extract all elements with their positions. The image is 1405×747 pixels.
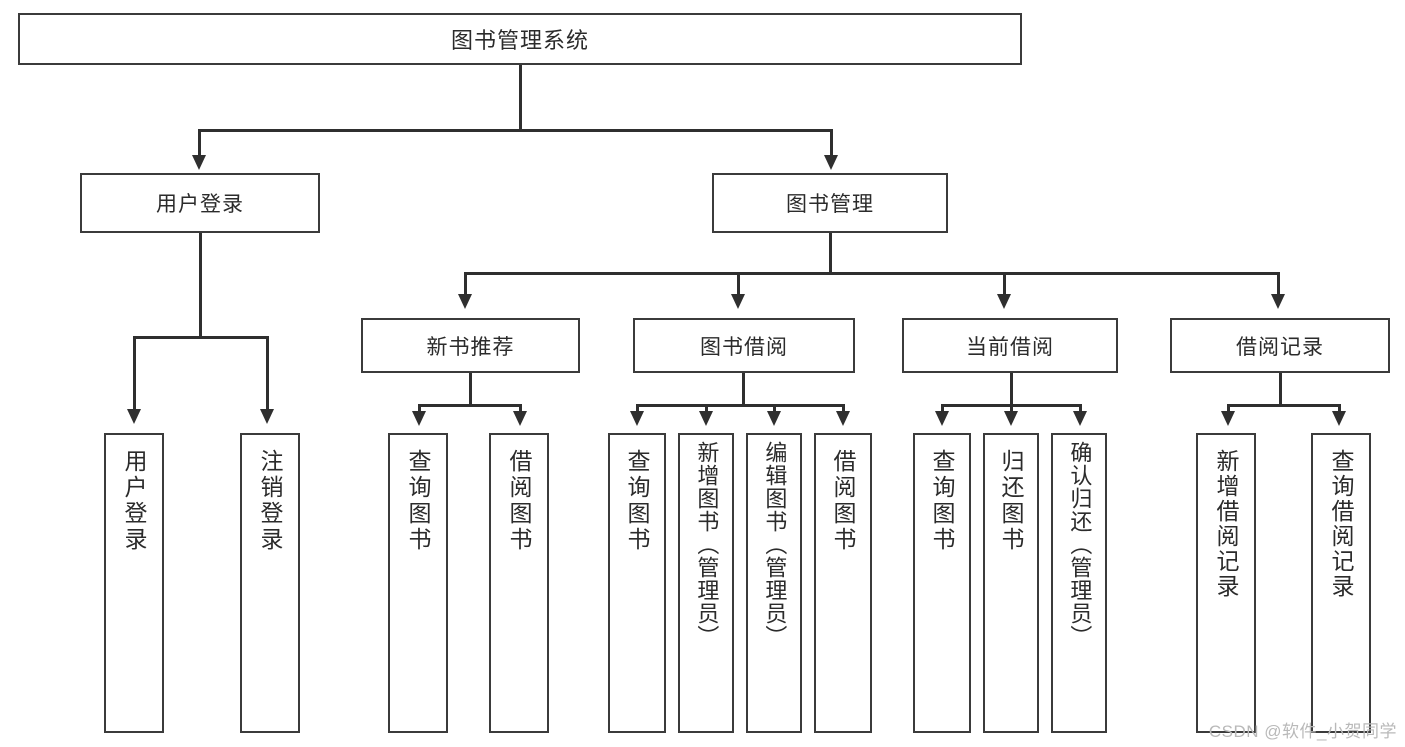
connector-bb-bus xyxy=(636,404,844,407)
arrowhead-leaf-query-book-2 xyxy=(630,411,644,426)
connector-root-drop-left xyxy=(198,129,201,157)
connector-nbr-bus xyxy=(418,404,521,407)
leaf-label: 编辑图书（管理员） xyxy=(762,441,788,648)
connector-root-bus xyxy=(198,129,832,132)
arrowhead-leaf-query-record xyxy=(1332,411,1346,426)
node-current-borrow[interactable]: 当前借阅 xyxy=(902,318,1118,373)
node-label: 图书管理系统 xyxy=(450,28,589,53)
node-book-borrow[interactable]: 图书借阅 xyxy=(633,318,855,373)
connector-nbr-drop-2 xyxy=(519,404,522,413)
leaf-label: 注销登录 xyxy=(257,449,284,553)
arrowhead-to-borrow-record xyxy=(1271,294,1285,309)
leaf-query-book-current[interactable]: 查询图书 xyxy=(913,433,971,733)
connector-bb-drop-2 xyxy=(705,404,708,413)
connector-nbr-drop-1 xyxy=(418,404,421,413)
connector-cb-drop-1 xyxy=(941,404,944,413)
leaf-add-book[interactable]: 新增图书（管理员） xyxy=(678,433,734,733)
leaf-label: 查询借阅记录 xyxy=(1328,449,1355,599)
leaf-add-borrow-record[interactable]: 新增借阅记录 xyxy=(1196,433,1256,733)
arrowhead-leaf-query-book-3 xyxy=(935,411,949,426)
arrowhead-leaf-borrow-book-2 xyxy=(836,411,850,426)
connector-bb-stem xyxy=(742,373,745,406)
leaf-return-book[interactable]: 归还图书 xyxy=(983,433,1039,733)
leaf-label: 借阅图书 xyxy=(506,449,533,553)
connector-user-login-bus xyxy=(133,336,268,339)
connector-bm-drop-3 xyxy=(1003,272,1006,296)
connector-br-bus xyxy=(1227,404,1340,407)
leaf-label: 新增借阅记录 xyxy=(1213,449,1240,599)
node-label: 借阅记录 xyxy=(1236,335,1324,359)
connector-user-login-drop-1 xyxy=(133,336,136,411)
node-label: 用户登录 xyxy=(156,193,244,216)
leaf-label: 用户登录 xyxy=(121,449,148,553)
leaf-borrow-book-borrow[interactable]: 借阅图书 xyxy=(814,433,872,733)
connector-br-drop-1 xyxy=(1227,404,1230,413)
connector-br-drop-2 xyxy=(1338,404,1341,413)
arrowhead-to-book-borrow xyxy=(731,294,745,309)
leaf-borrow-book-new-recommend[interactable]: 借阅图书 xyxy=(489,433,549,733)
leaf-logout-login[interactable]: 注销登录 xyxy=(240,433,300,733)
arrowhead-leaf-add-record xyxy=(1221,411,1235,426)
node-label: 当前借阅 xyxy=(966,335,1054,359)
connector-bm-drop-4 xyxy=(1277,272,1280,296)
connector-user-login-stem xyxy=(199,233,202,338)
node-borrow-record[interactable]: 借阅记录 xyxy=(1170,318,1390,373)
arrowhead-to-current-borrow xyxy=(997,294,1011,309)
connector-bb-drop-4 xyxy=(842,404,845,413)
connector-bb-drop-1 xyxy=(636,404,639,413)
connector-bm-drop-2 xyxy=(737,272,740,296)
leaf-label: 查询图书 xyxy=(405,449,432,553)
node-book-manage[interactable]: 图书管理 xyxy=(712,173,948,233)
connector-book-manage-bus xyxy=(464,272,1280,275)
leaf-user-login[interactable]: 用户登录 xyxy=(104,433,164,733)
arrowhead-leaf-edit-book xyxy=(767,411,781,426)
arrowhead-leaf-user-login xyxy=(127,409,141,424)
connector-root-stem xyxy=(519,65,522,131)
arrowhead-leaf-borrow-book-1 xyxy=(513,411,527,426)
connector-cb-drop-3 xyxy=(1079,404,1082,413)
connector-nbr-stem xyxy=(469,373,472,406)
leaf-query-book-borrow[interactable]: 查询图书 xyxy=(608,433,666,733)
arrowhead-leaf-confirm-return xyxy=(1073,411,1087,426)
connector-cb-stem xyxy=(1010,373,1013,406)
node-label: 图书管理 xyxy=(786,193,874,216)
arrowhead-leaf-return-book xyxy=(1004,411,1018,426)
leaf-label: 归还图书 xyxy=(998,449,1025,553)
leaf-query-book-new-recommend[interactable]: 查询图书 xyxy=(388,433,448,733)
leaf-label: 确认归还（管理员） xyxy=(1067,441,1093,648)
node-root-book-management-system[interactable]: 图书管理系统 xyxy=(18,13,1022,65)
arrowhead-leaf-logout-login xyxy=(260,409,274,424)
leaf-label: 查询图书 xyxy=(929,449,956,553)
node-new-book-recommend[interactable]: 新书推荐 xyxy=(361,318,580,373)
arrowhead-leaf-query-book-1 xyxy=(412,411,426,426)
leaf-label: 借阅图书 xyxy=(830,449,857,553)
connector-bm-drop-1 xyxy=(464,272,467,296)
node-label: 图书借阅 xyxy=(700,335,788,359)
arrowhead-to-book-manage xyxy=(824,155,838,170)
leaf-label: 查询图书 xyxy=(624,449,651,553)
leaf-query-borrow-record[interactable]: 查询借阅记录 xyxy=(1311,433,1371,733)
leaf-label: 新增图书（管理员） xyxy=(694,441,720,648)
connector-bb-drop-3 xyxy=(773,404,776,413)
node-user-login[interactable]: 用户登录 xyxy=(80,173,320,233)
connector-br-stem xyxy=(1279,373,1282,406)
connector-cb-drop-2 xyxy=(1010,404,1013,413)
leaf-edit-book[interactable]: 编辑图书（管理员） xyxy=(746,433,802,733)
node-label: 新书推荐 xyxy=(426,335,515,359)
leaf-confirm-return[interactable]: 确认归还（管理员） xyxy=(1051,433,1107,733)
connector-book-manage-stem xyxy=(829,233,832,274)
connector-root-drop-right xyxy=(830,129,833,157)
connector-user-login-drop-2 xyxy=(266,336,269,411)
arrowhead-to-user-login xyxy=(192,155,206,170)
arrowhead-to-new-book-recommend xyxy=(458,294,472,309)
arrowhead-leaf-add-book xyxy=(699,411,713,426)
